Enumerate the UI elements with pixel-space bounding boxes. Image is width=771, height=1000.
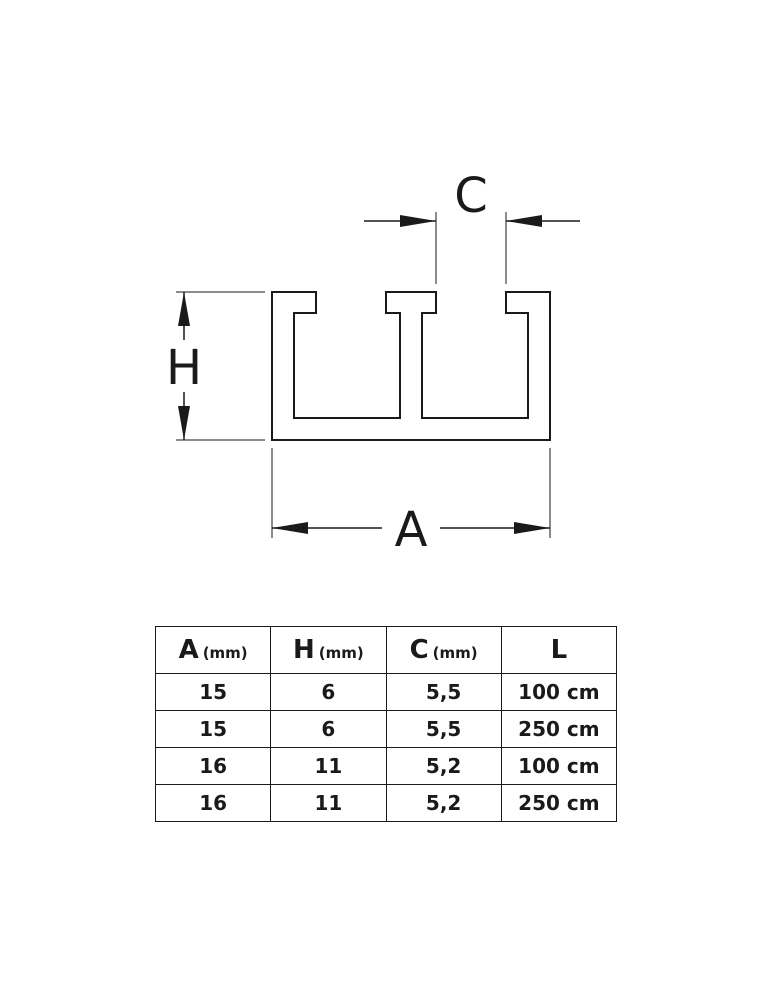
- header-c: C(mm): [385, 626, 502, 674]
- table-row: 15 6 5,5 250 cm: [154, 710, 618, 748]
- c-arrow-right: [400, 215, 436, 227]
- cell-l: 250 cm: [500, 784, 618, 822]
- cell-c: 5,5: [385, 710, 502, 748]
- cell-h: 6: [270, 673, 387, 711]
- cell-a: 16: [154, 784, 272, 822]
- table-row: 16 11 5,2 100 cm: [154, 747, 618, 785]
- header-l: L: [500, 626, 618, 674]
- cell-a: 16: [154, 747, 272, 785]
- cell-a: 15: [154, 673, 272, 711]
- header-letter: A: [178, 635, 199, 665]
- specifications-table: A(mm) H(mm) C(mm) L 15 6 5,5 100 cm 15 6…: [154, 626, 618, 822]
- table-row: 15 6 5,5 100 cm: [154, 673, 618, 711]
- header-unit: (mm): [432, 644, 478, 662]
- table-row: 16 11 5,2 250 cm: [154, 784, 618, 822]
- c-label: C: [454, 168, 488, 224]
- profile-outline: [271, 291, 551, 441]
- header-unit: (mm): [318, 644, 364, 662]
- cell-c: 5,5: [385, 673, 502, 711]
- h-label: H: [166, 340, 202, 396]
- cell-h: 11: [270, 747, 387, 785]
- header-a: A(mm): [154, 626, 272, 674]
- a-arrow-left: [272, 522, 308, 534]
- header-letter: L: [550, 635, 568, 665]
- cell-l: 250 cm: [500, 710, 618, 748]
- cell-h: 6: [270, 710, 387, 748]
- profile-diagram: H A C: [166, 168, 580, 558]
- cell-c: 5,2: [385, 747, 502, 785]
- cell-a: 15: [154, 710, 272, 748]
- header-h: H(mm): [270, 626, 387, 674]
- cell-l: 100 cm: [500, 673, 618, 711]
- cell-h: 11: [270, 784, 387, 822]
- header-letter: C: [409, 635, 429, 665]
- header-letter: H: [293, 635, 315, 665]
- h-arrow-up: [178, 292, 190, 326]
- header-unit: (mm): [202, 644, 248, 662]
- c-arrow-left: [506, 215, 542, 227]
- a-label: A: [395, 502, 428, 558]
- table-header-row: A(mm) H(mm) C(mm) L: [154, 626, 618, 674]
- cell-c: 5,2: [385, 784, 502, 822]
- cell-l: 100 cm: [500, 747, 618, 785]
- h-arrow-down: [178, 406, 190, 440]
- a-arrow-right: [514, 522, 550, 534]
